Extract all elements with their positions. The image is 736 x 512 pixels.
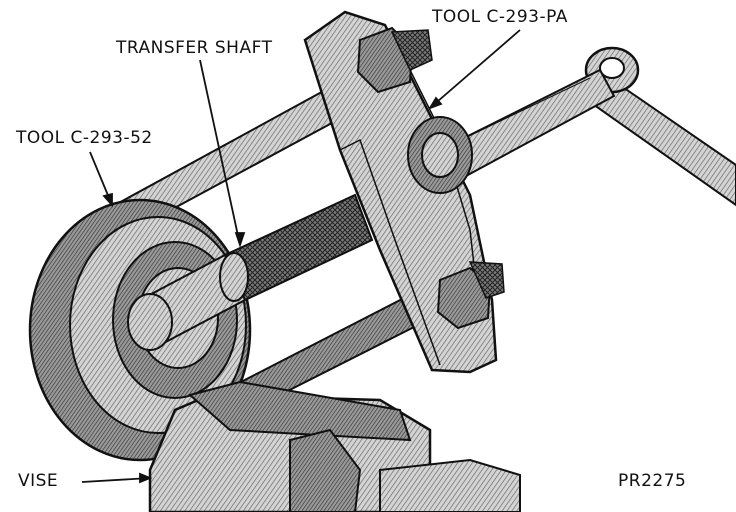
vise (148, 380, 521, 512)
label-tool-c-293-52: TOOL C-293-52 (16, 128, 153, 148)
leader-lines (81, 29, 521, 484)
lower-nut (436, 261, 505, 330)
puller-handle (578, 46, 736, 207)
label-transfer-shaft: TRANSFER SHAFT (116, 38, 273, 58)
label-vise: VISE (18, 471, 59, 491)
transfer-shaft (127, 193, 374, 351)
upper-nut (356, 26, 433, 94)
figure-code: PR2275 (618, 471, 687, 491)
label-tool-c-293-pa: TOOL C-293-PA (432, 7, 568, 27)
